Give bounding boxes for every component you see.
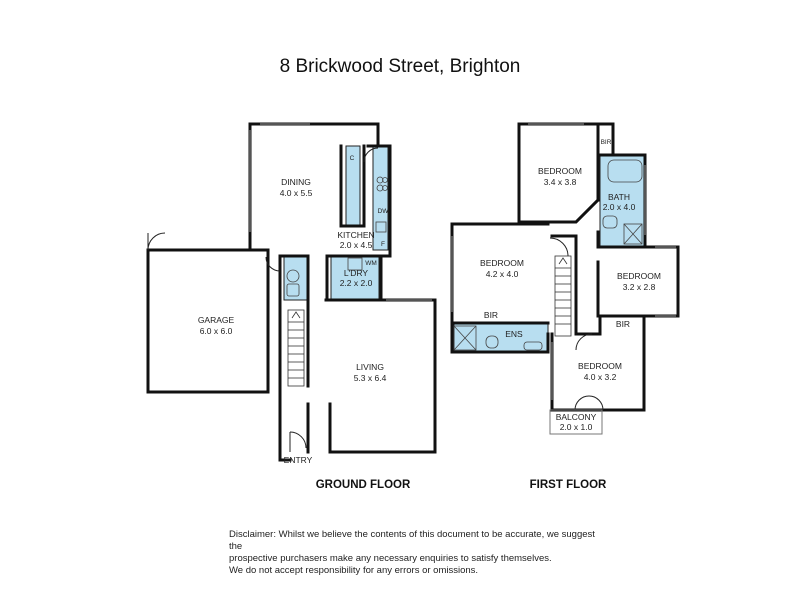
ensuite-floor xyxy=(453,322,549,353)
bedroom-2-size: 4.2 x 4.0 xyxy=(486,269,519,279)
basin-icon xyxy=(286,283,300,297)
cooktop-burner-icon xyxy=(376,184,384,192)
bedroom-2-label: BEDROOM xyxy=(480,258,524,268)
first-floor-plan: BEDROOM 3.4 x 3.8 BIR BATH 2.0 x 4.0 BED… xyxy=(450,122,680,435)
toilet-icon xyxy=(485,335,499,349)
cooktop-burner-icon xyxy=(382,177,388,183)
wc-walls xyxy=(278,254,310,302)
bedroom-4-label: BEDROOM xyxy=(578,361,622,371)
ground-floor-stairs xyxy=(287,309,305,387)
wc-door-swing xyxy=(265,256,281,272)
bath-size: 2.0 x 4.0 xyxy=(603,202,636,212)
kitchen-label: KITCHEN xyxy=(337,230,374,240)
toilet-icon xyxy=(286,269,300,283)
bedroom-1-label: BEDROOM xyxy=(538,166,582,176)
bedroom-4-size: 4.0 x 3.2 xyxy=(584,372,617,382)
fridge-label: F xyxy=(381,241,385,248)
bedroom-3-label: BEDROOM xyxy=(617,271,661,281)
bedroom-2-door-swing xyxy=(549,237,569,257)
bedroom-1-size: 3.4 x 3.8 xyxy=(544,177,577,187)
ground-floor-plan: DINING 4.0 x 5.5 KITCHEN 2.0 x 4.5 GARAG… xyxy=(146,122,437,465)
bedroom-1-walls xyxy=(517,122,601,224)
ensuite-label: ENS xyxy=(505,329,523,339)
dining-label: DINING xyxy=(281,177,311,187)
bir-2-label: BIR xyxy=(484,310,498,320)
bedroom-3-size: 3.2 x 2.8 xyxy=(623,282,656,292)
bir-3-label: BIR xyxy=(616,319,630,329)
garage-walls xyxy=(146,248,270,394)
living-label: LIVING xyxy=(356,362,384,372)
toilet-icon xyxy=(602,215,618,229)
garage-size: 6.0 x 6.0 xyxy=(200,326,233,336)
kitchen-cabinets xyxy=(372,145,389,251)
laundry-size: 2.2 x 2.0 xyxy=(340,278,373,288)
bir-1-label: BIR xyxy=(601,139,612,146)
first-floor-caption: FIRST FLOOR xyxy=(530,479,607,491)
laundry-floor xyxy=(330,255,380,301)
bath-label: BATH xyxy=(608,192,630,202)
laundry-label: L'DRY xyxy=(344,268,368,278)
first-floor-stairs xyxy=(554,255,572,337)
kitchen-door-swing xyxy=(363,147,379,163)
basin-icon xyxy=(523,341,543,351)
sink-icon xyxy=(375,221,387,233)
balcony-outline xyxy=(549,409,603,435)
washing-machine-icon xyxy=(347,257,363,271)
living-size: 5.3 x 6.4 xyxy=(354,373,387,383)
cooktop-burner-icon xyxy=(382,185,388,191)
balcony-label: BALCONY xyxy=(556,412,597,422)
cupboard-label: C xyxy=(350,155,355,162)
bir-3-walls xyxy=(576,314,602,336)
hall-west-wall xyxy=(278,254,292,462)
disclaimer-line: We do not accept responsibility for any … xyxy=(229,565,479,576)
shower-icon xyxy=(623,223,643,245)
property-address-title: 8 Brickwood Street, Brighton xyxy=(279,56,521,77)
ground-floor-caption: GROUND FLOOR xyxy=(316,479,411,491)
cooktop-burner-icon xyxy=(376,176,384,184)
disclaimer: Disclaimer: Whilst we believe the conten… xyxy=(229,529,609,577)
disclaimer-line: prospective purchasers make any necessar… xyxy=(229,553,552,564)
garage-door-swing xyxy=(147,232,166,251)
dining-size: 4.0 x 5.5 xyxy=(280,188,313,198)
balcony-size: 2.0 x 1.0 xyxy=(560,422,593,432)
bedroom-3-walls xyxy=(596,245,680,318)
stair-walls xyxy=(550,234,578,336)
bathtub-icon xyxy=(607,159,643,183)
entry-door-swing xyxy=(289,431,307,449)
kitchen-size: 2.0 x 4.5 xyxy=(340,240,373,250)
kitchen-bench-wall xyxy=(339,144,366,228)
balcony-door-swing xyxy=(574,395,604,411)
bedroom-4-door-swing xyxy=(575,333,593,351)
bath-floor xyxy=(599,154,646,248)
shower-icon xyxy=(623,223,643,245)
dishwasher-label: DW xyxy=(378,208,390,215)
entry-label: ENTRY xyxy=(284,455,313,465)
shower-icon xyxy=(453,325,477,351)
shower-icon xyxy=(453,325,477,351)
washing-machine-label: WM xyxy=(365,260,377,267)
disclaimer-line: Disclaimer: Whilst we believe the conten… xyxy=(229,529,595,552)
garage-label: GARAGE xyxy=(198,315,235,325)
